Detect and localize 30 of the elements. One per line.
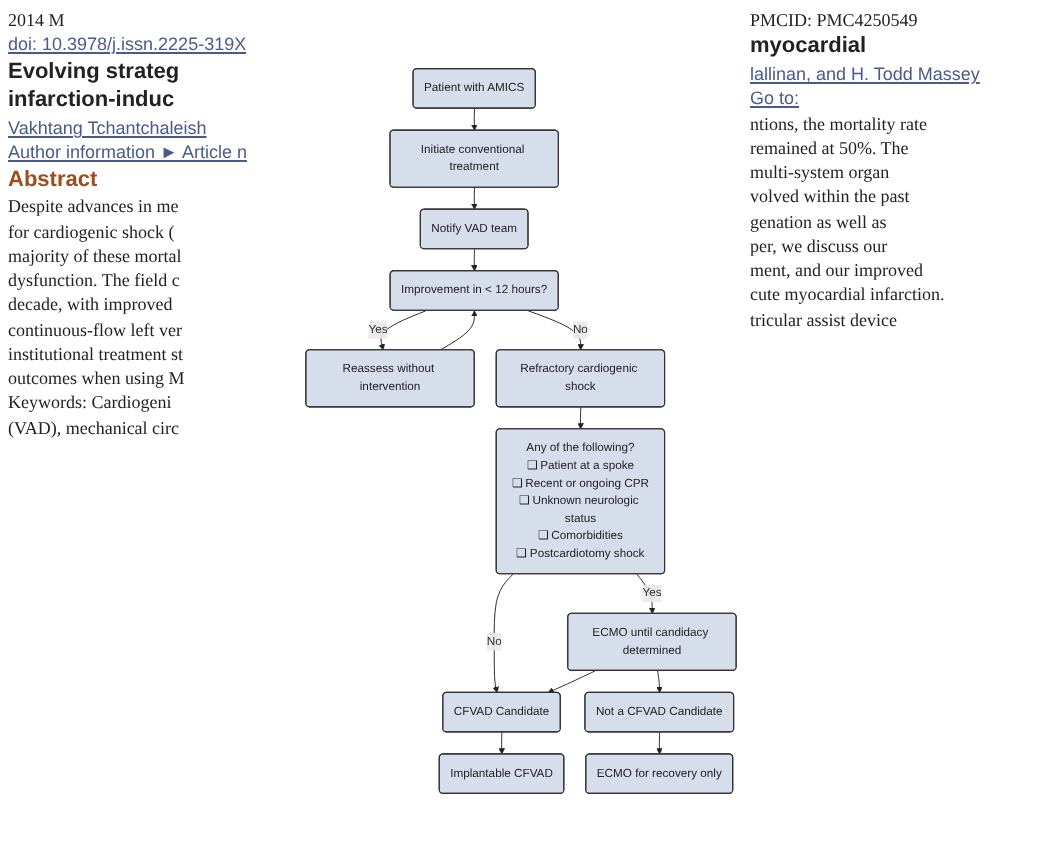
- body-text: per, we discuss our: [750, 235, 890, 258]
- body-text: volved within the past: [750, 186, 912, 209]
- body-text: ment, and our improved: [750, 260, 925, 283]
- body-text: dysfunction. The field c: [8, 270, 182, 293]
- body-text: continuous-flow left ver: [8, 319, 184, 342]
- body-text: outcomes when using M: [8, 368, 187, 391]
- body-text: decade, with improved: [8, 294, 175, 317]
- link-text: doi: 10.3978/j.issn.2225-319X: [8, 34, 249, 57]
- body-text: ntions, the mortality rate: [750, 113, 929, 136]
- body-text: for cardiogenic shock (: [8, 221, 177, 244]
- body-text: 2014 M: [8, 10, 67, 33]
- section-heading: Abstract: [8, 167, 100, 195]
- body-text: multi-system organ: [750, 162, 892, 185]
- link-text: Vakhtang Tchantchaleish: [8, 118, 209, 141]
- body-text: genation as well as: [750, 211, 889, 234]
- article-title: infarction-induc: [8, 88, 177, 116]
- body-text: (VAD), mechanical circ: [8, 417, 182, 440]
- body-text: tricular assist device: [750, 309, 899, 332]
- body-text: Despite advances in me: [8, 196, 181, 219]
- body-text: remained at 50%. The: [750, 137, 911, 160]
- link-text: lallinan, and H. Todd Massey: [750, 64, 982, 87]
- body-text: majority of these mortal: [8, 245, 184, 268]
- body-text: PMCID: PMC4250549: [750, 10, 920, 33]
- body-text: cute myocardial infarction.: [750, 284, 947, 307]
- body-text: Keywords: Cardiogeni: [8, 392, 174, 415]
- article-title: Evolving strateg: [8, 59, 182, 87]
- article-title: myocardial: [750, 34, 869, 62]
- link-text: Go to:: [750, 88, 802, 111]
- link-text: Author information ► Article n: [8, 142, 249, 165]
- body-text: institutional treatment st: [8, 343, 185, 366]
